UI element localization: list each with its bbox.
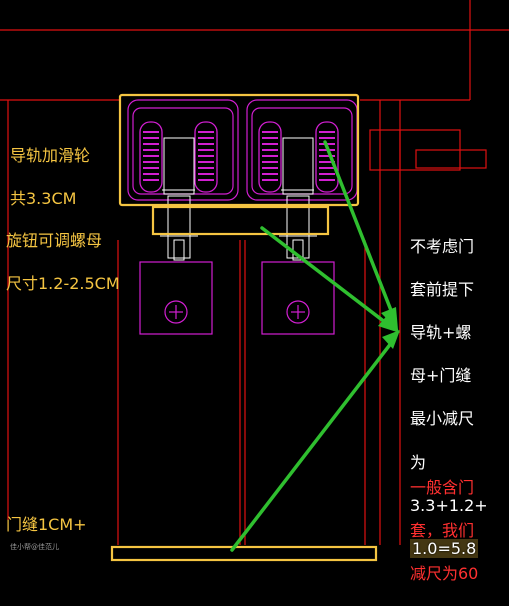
yellow-highlight-boxes — [110, 93, 378, 562]
note-line2: 套，我们 — [410, 520, 475, 540]
knob-nut-label-line1: 旋钮可调螺母 — [6, 230, 103, 250]
calc-line6: 为 — [410, 452, 427, 472]
knob-nut-label: 旋钮可调螺母 尺寸1.2-2.5CM — [6, 208, 120, 316]
green-arrows — [230, 140, 396, 552]
axle-blocks — [162, 137, 314, 195]
watermark: 佳小帮@佳范儿 — [10, 543, 59, 551]
calc-line3: 导轨+螺 — [410, 322, 472, 342]
knob-nut-label-line2: 尺寸1.2-2.5CM — [6, 273, 120, 293]
calculation-label: 不考虑门 套前提下 导轨+螺 母+门缝 最小减尺 为 3.3+1.2+ 1.0=… — [410, 214, 488, 581]
rail-pulley-label-line1: 导轨加滑轮 — [10, 145, 91, 165]
calc-line7: 3.3+1.2+ — [410, 495, 488, 515]
hanger-plates — [139, 261, 335, 335]
calc-line1: 不考虑门 — [410, 236, 475, 256]
calc-line4: 母+门缝 — [410, 366, 472, 386]
door-gap-label: 门缝1CM+ — [6, 515, 87, 534]
general-note-label: 一般含门 套，我们 减尺为60 — [410, 455, 478, 606]
note-line3: 减尺为60 — [410, 563, 479, 583]
calc-line2: 套前提下 — [410, 279, 475, 299]
red-outline-lines — [0, 0, 509, 545]
calc-result: 1.0=5.8 — [410, 538, 479, 558]
rail-pulley-label-line2: 共3.3CM — [10, 188, 77, 208]
pulley-wheels — [139, 121, 339, 193]
cad-drawing — [0, 0, 509, 562]
note-line1: 一般含门 — [410, 477, 475, 497]
green-arrowheads — [378, 307, 400, 349]
rail-pulley-label: 导轨加滑轮 共3.3CM — [10, 123, 90, 231]
calc-line5: 最小减尺 — [410, 409, 475, 429]
